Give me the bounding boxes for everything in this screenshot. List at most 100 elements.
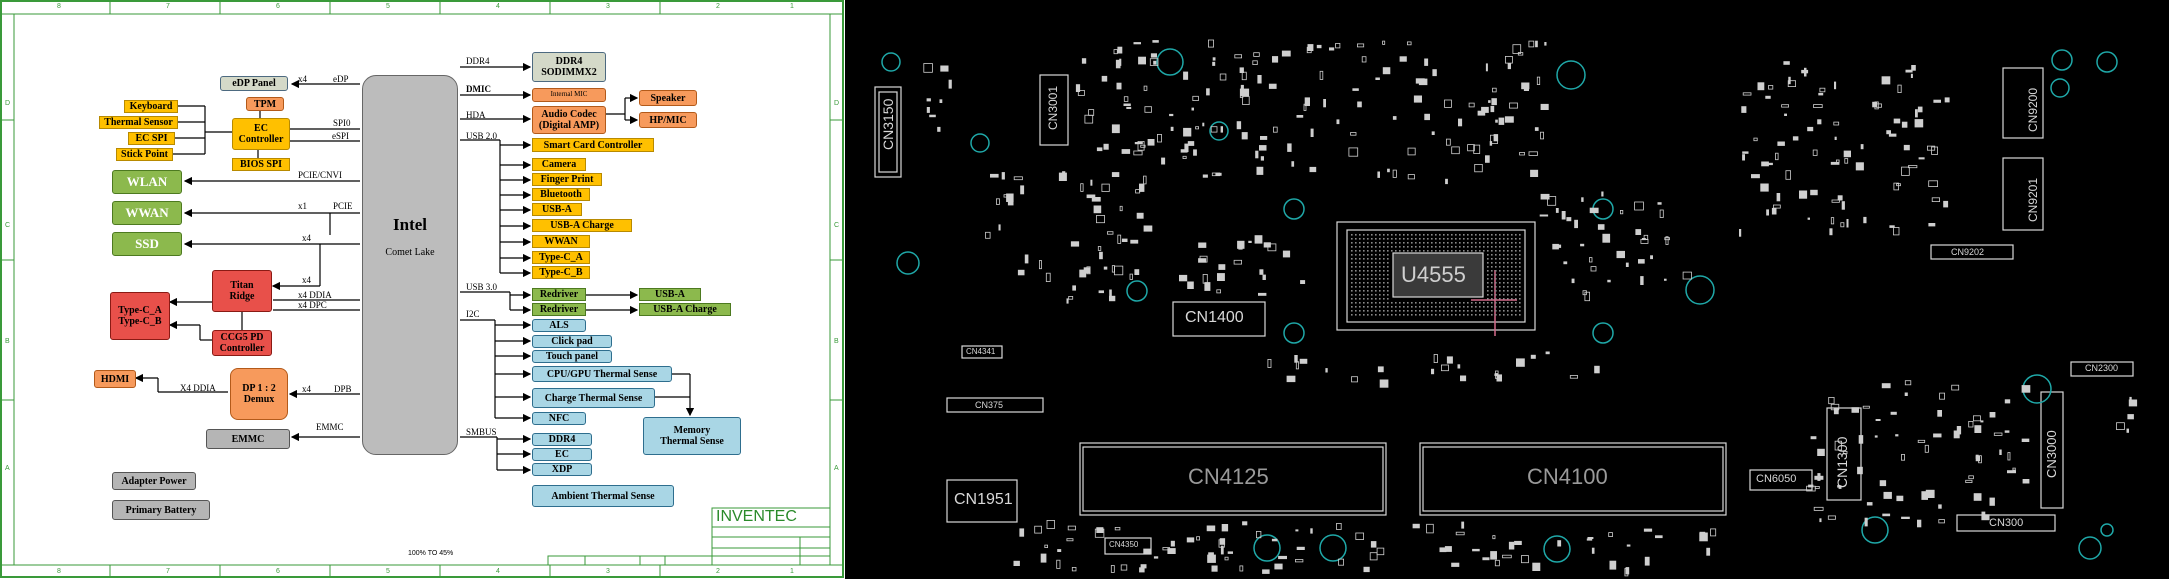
cpu-ball [1359,294,1361,296]
cpu-ball [1391,306,1393,308]
pcb-pad [1901,516,1910,519]
cpu-ball [1499,294,1501,296]
cpu-ball [1503,310,1505,312]
pcb-pad [1361,56,1367,63]
cpu-ball [1455,306,1457,308]
pcb-pad [1846,219,1849,228]
cpu-ball [1491,298,1493,300]
cpu-ball [1383,286,1385,288]
cpu-ball [1395,238,1397,240]
cpu-ball [1371,302,1373,304]
cpu-ball [1415,246,1417,248]
pcb-pad [1993,432,2003,436]
cpu-ball [1471,306,1473,308]
pcb-pad [1956,426,1962,435]
cpu-ball [1515,258,1517,260]
cpu-ball [1415,310,1417,312]
cpu-ball [1363,290,1365,292]
pcb-pad [1813,104,1823,108]
sig-usb20: USB 2.0 [466,131,498,141]
pcb-pad [1458,118,1463,127]
cpu-ball [1383,234,1385,236]
pcb-pad [1161,157,1166,165]
cpu-ball [1403,246,1405,248]
cpu-ball [1419,302,1421,304]
cpu-ball [1351,238,1353,240]
cpu-ball [1375,282,1377,284]
cpu-ball [1395,302,1397,304]
cn3150-label: CN3150 [880,98,896,150]
pcb-pad [1915,109,1918,118]
cpu-ball [1471,314,1473,316]
pcb-pad [1431,368,1435,375]
pcb-pad [1088,109,1095,116]
pcb-pad [1169,113,1174,117]
pcb-pad [2129,396,2132,400]
pcb-pad [1973,415,1981,422]
pcb-pad [1514,540,1522,545]
pcb-pad [1195,126,1200,130]
cpu-ball [1479,238,1481,240]
cpu-ball [1351,270,1353,272]
pcb-pad [1843,150,1851,158]
pcb-pad [1240,88,1250,97]
cpu-ball [1479,310,1481,312]
cpu-ball [1507,234,1509,236]
pcb-pad [1875,419,1881,421]
cpu-ball [1511,286,1513,288]
cpu-ball [1491,262,1493,264]
cpu-ball [1431,238,1433,240]
pcb-pad [1536,76,1541,85]
pcb-pad [1212,57,1216,61]
cpu-ball [1371,254,1373,256]
cpu-ball [1435,242,1437,244]
cpu-ball [1495,234,1497,236]
cpu-ball [1455,234,1457,236]
cpu-ball [1515,274,1517,276]
cpu-ball [1507,294,1509,296]
cpu-ball [1383,314,1385,316]
cpu-ball [1519,282,1521,284]
cpu-ball [1447,238,1449,240]
cpu-ball [1355,306,1357,308]
usb-a-block: USB-A [532,203,582,216]
pcb-pad [1492,535,1496,540]
pcb-pad [1864,517,1868,527]
cpu-ball [1451,234,1453,236]
pcb-pad [1217,273,1225,281]
pcb-pad [1566,217,1572,222]
cpu-ball [1375,298,1377,300]
pcb-pad [1857,466,1863,475]
pcb-pad [1535,40,1538,48]
cpu-ball [1387,282,1389,284]
sig-x4-ddia-hdmi: X4 DDIA [180,383,216,393]
cpu-ball [1435,306,1437,308]
pcb-pad [1591,547,1595,554]
pcb-pad [1111,172,1120,177]
pcb-pad [1439,547,1447,553]
pcb-pad [1113,49,1118,55]
ccg5-block: CCG5 PD Controller [212,330,272,356]
pcb-pad [1910,73,1913,78]
cpu-ball [1463,310,1465,312]
cpu-ball [1503,302,1505,304]
pcb-pad [1862,405,1870,409]
pcb-pad [1150,53,1157,58]
cpu-ball [1379,238,1381,240]
pcb-pad [1739,229,1742,237]
cpu-ball [1383,306,1385,308]
boardview-panel[interactable]: CN3150 CN3001 CN9200 CN9201 CN9202 U4555… [845,0,2169,579]
cpu-ball [1391,242,1393,244]
sig-dmic: DMIC [466,84,491,94]
cpu-ball [1511,290,1513,292]
pcb-pad [1776,193,1781,202]
cpu-ball [1379,294,1381,296]
col-mark: 1 [790,3,794,10]
pcb-pad [1260,156,1264,161]
pcb-pad [1634,201,1644,211]
cpu-ball [1467,234,1469,236]
sig-smbus: SMBUS [466,427,497,437]
cpu-gpu-thermal-block: CPU/GPU Thermal Sense [532,366,672,382]
pcb-pad [1144,106,1152,113]
pcb-pad [1787,80,1797,87]
